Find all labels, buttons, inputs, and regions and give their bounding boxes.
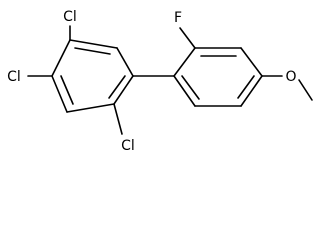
chlorine-left-label: Cl (7, 69, 21, 85)
left-ring (51, 39, 134, 113)
double-bond-right-lower-right (237, 75, 255, 99)
bond-right-ring-d (240, 75, 263, 107)
bond-right-ring-f (173, 75, 196, 107)
structure-canvas: Cl Cl Cl F O (7, 9, 313, 154)
chlorine-top-label: Cl (63, 9, 77, 25)
bond-to-methyl (298, 79, 313, 101)
right-ring (173, 47, 263, 107)
bond-to-cl-bottom (113, 103, 123, 135)
bond-left-ring-d (66, 103, 115, 113)
bond-left-ring-f (51, 39, 71, 77)
molecule-structure: Cl Cl Cl F O (7, 9, 313, 154)
bond-right-ring-a (173, 47, 196, 77)
double-bond-left-lower (60, 75, 74, 105)
bond-left-ring-e (51, 75, 68, 113)
fluorine-label: F (174, 10, 182, 26)
bond-left-ring-a (69, 39, 118, 49)
double-bond-left-top (74, 47, 111, 55)
chlorine-bottom-label: Cl (121, 138, 135, 154)
bond-left-ring-b (116, 47, 134, 77)
bond-to-fluorine (179, 27, 196, 49)
bond-left-ring-c (113, 75, 134, 105)
oxygen-label: O (285, 69, 296, 85)
bond-right-ring-c (240, 47, 263, 77)
double-bond-right-lower-left (181, 75, 200, 100)
double-bond-left-right (108, 75, 126, 99)
